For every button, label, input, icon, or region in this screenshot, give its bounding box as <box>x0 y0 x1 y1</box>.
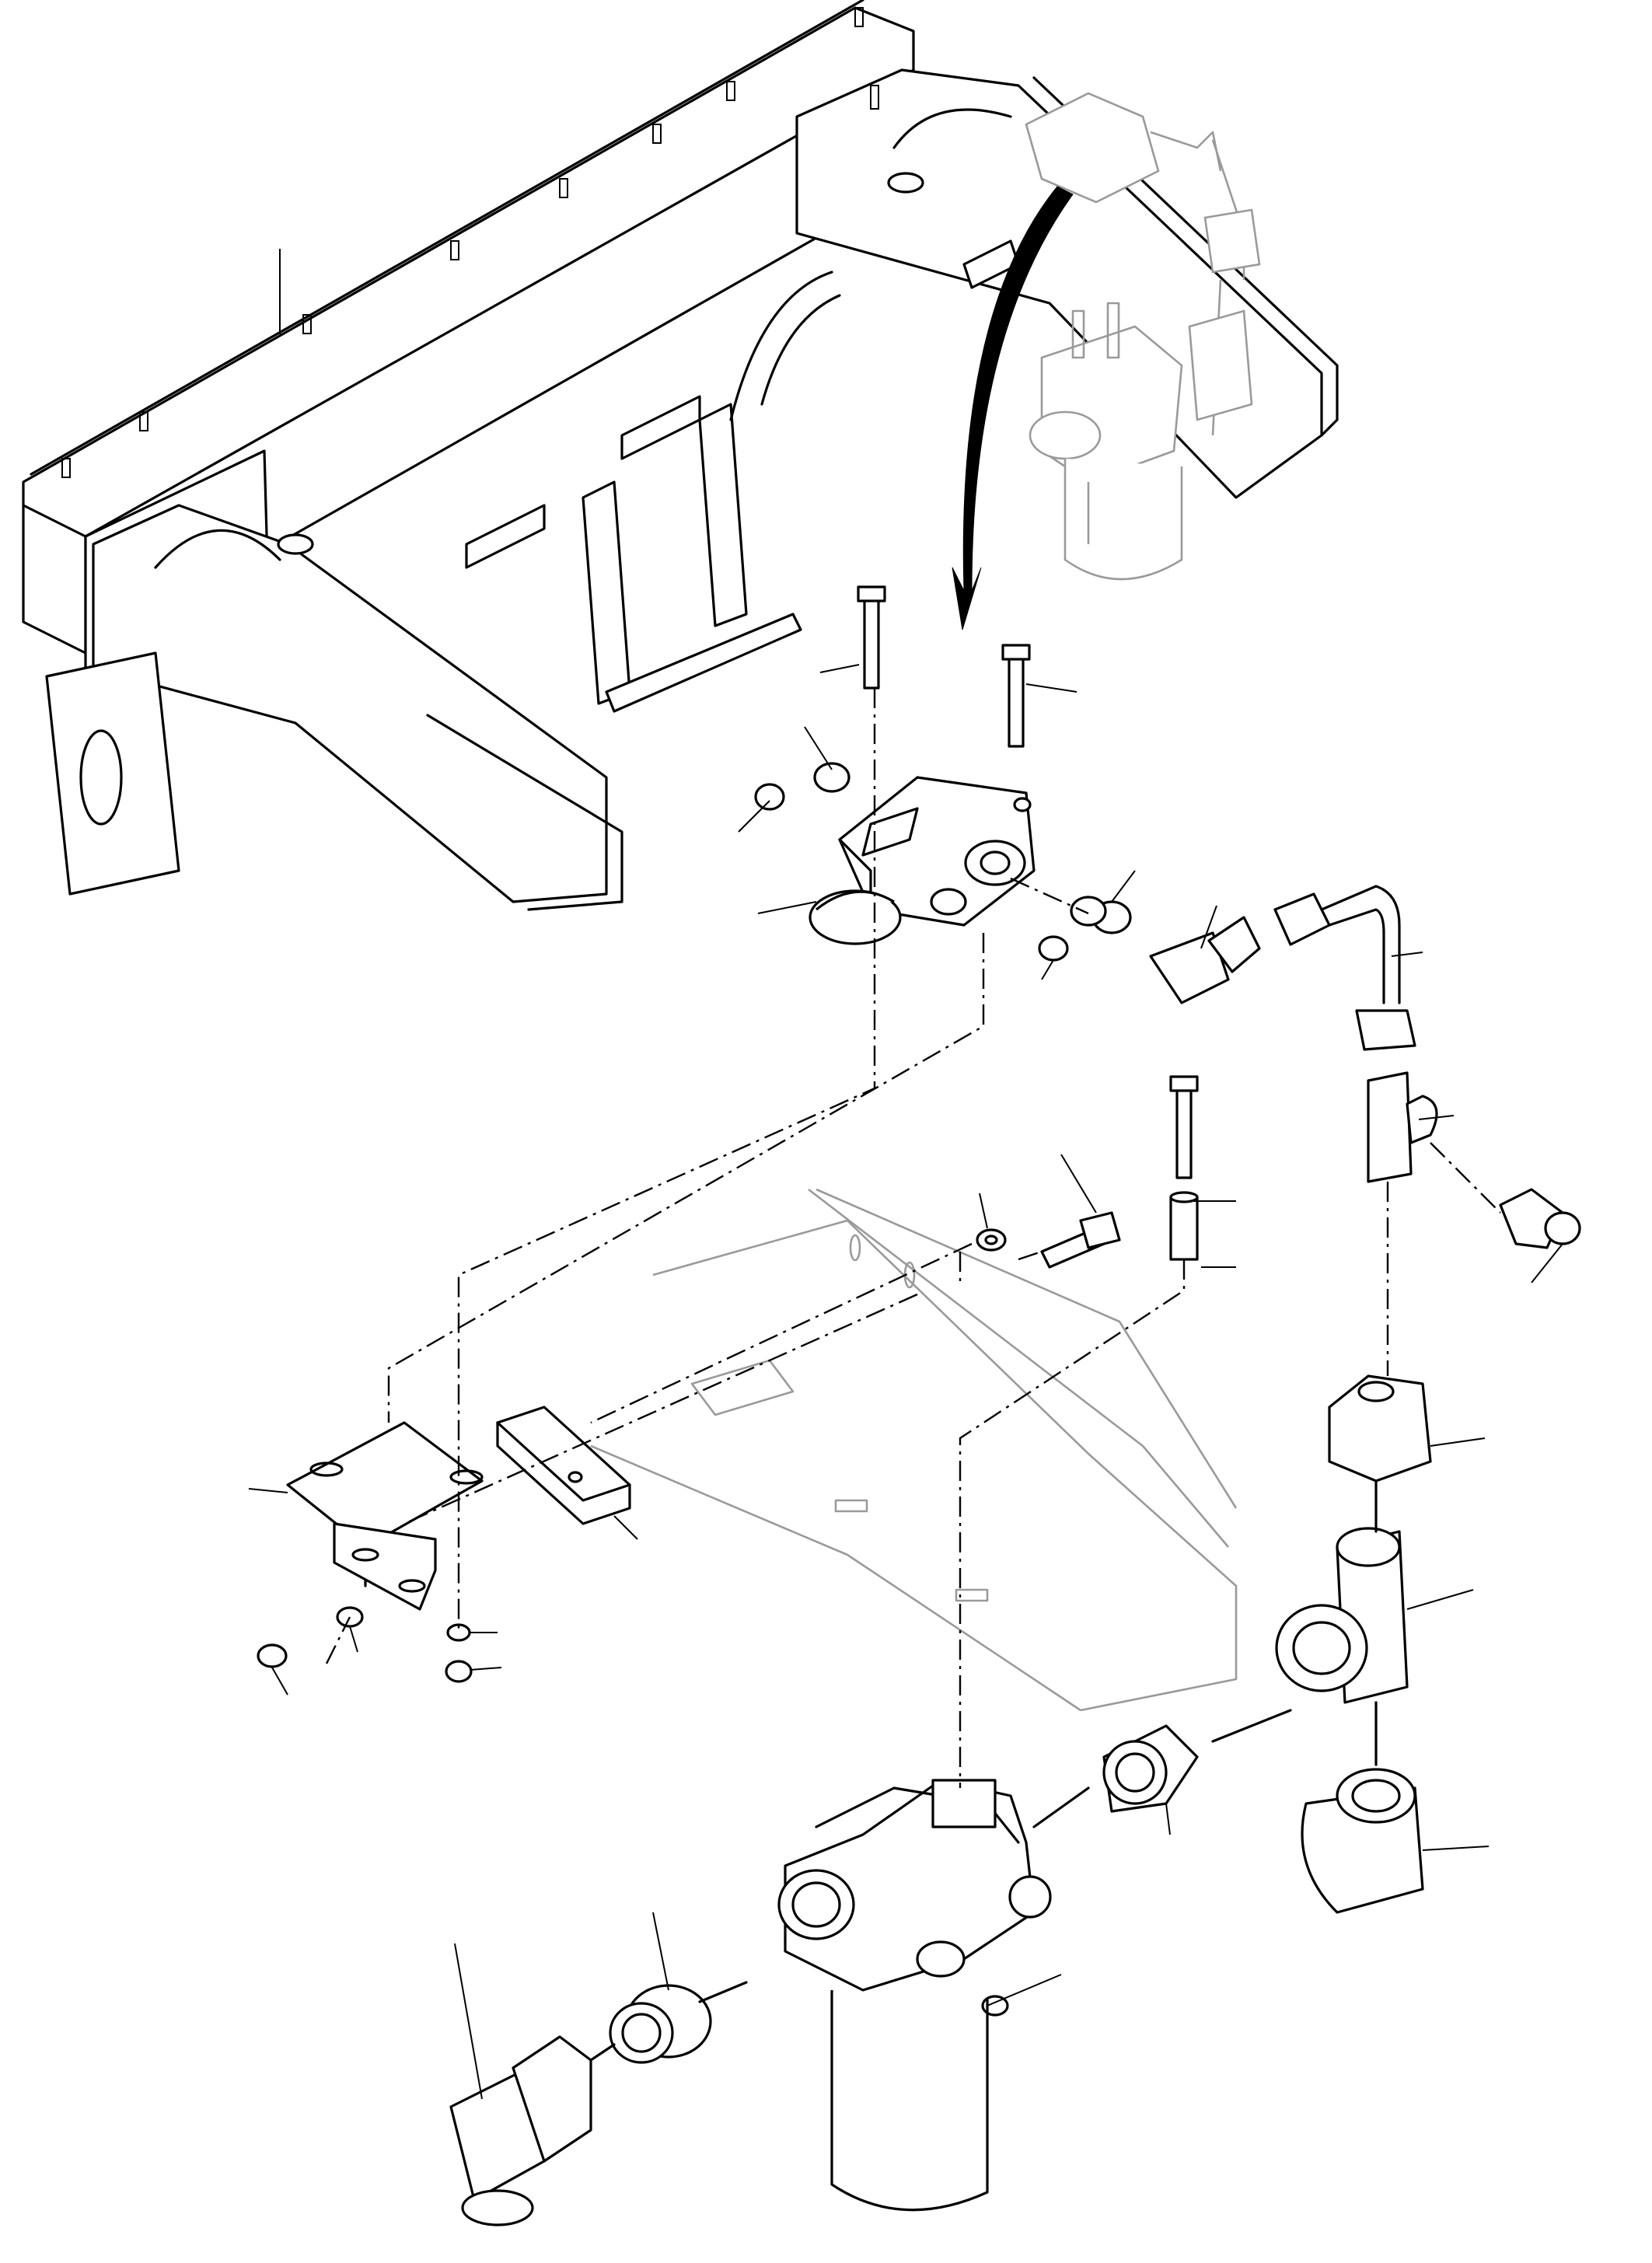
reference-mount-beam-ghost <box>590 1188 1238 1712</box>
callout-leader-lines <box>248 249 1563 2100</box>
valve-mounting-bolts <box>857 585 1031 748</box>
reference-valve-assembly-ghost <box>1025 92 1261 581</box>
hydraulic-valve-block <box>754 762 1069 962</box>
hydraulic-filter-assembly <box>449 1724 1199 2226</box>
chassis-frame <box>22 0 1339 911</box>
assembly-path-lines <box>325 688 1501 1788</box>
spacer-block <box>496 1406 631 1525</box>
mounting-bracket <box>286 1421 484 1611</box>
connection-lines <box>589 1479 1378 2062</box>
bolts-washers-nuts <box>257 1075 1199 1683</box>
pipe-and-fittings <box>1070 885 1581 1914</box>
assembly-direction-arrow <box>952 186 1074 630</box>
